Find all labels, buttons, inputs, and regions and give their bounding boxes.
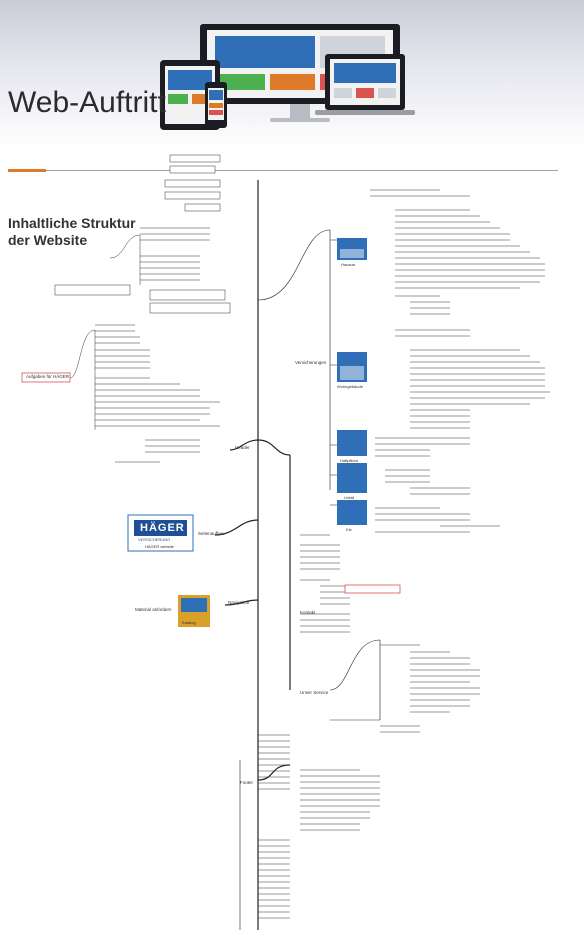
title-underline-accent xyxy=(8,169,46,172)
top-notes xyxy=(54,154,231,314)
leaf-lines-middle xyxy=(300,534,350,633)
branch-header xyxy=(229,439,259,451)
branch-navigation xyxy=(224,599,259,606)
navigation-label: Navigation xyxy=(228,600,250,605)
unsere-service-label: Unser Service xyxy=(300,690,329,695)
seitenaufbau-label: Seitenaufbau xyxy=(198,531,225,536)
unfall-label: Unfall xyxy=(344,495,355,500)
left-cluster xyxy=(69,227,220,463)
footer-label: Footer xyxy=(240,780,254,785)
leaf-lines-footer xyxy=(239,734,380,930)
header-label: Header xyxy=(235,445,250,450)
root-label: Aufgaben für HÄGER xyxy=(26,374,70,379)
katalog-image-top xyxy=(181,598,207,612)
hager-brand: HÄGER xyxy=(140,522,185,534)
page-subtitle: Inhaltliche Struktur der Website xyxy=(8,215,148,249)
subtitle-line-1: Inhaltliche Struktur xyxy=(8,215,136,231)
branch-seitenaufbau xyxy=(214,519,259,536)
material-label: Material anfordern xyxy=(135,607,172,612)
hausrat-label: Hausrat xyxy=(341,262,356,267)
highlight-node xyxy=(344,584,401,594)
fan-ticks xyxy=(330,239,340,506)
branch-versicherungen xyxy=(257,439,291,456)
title-underline xyxy=(46,170,558,171)
wohngebaeude-label: Wohngebäude xyxy=(337,384,363,389)
kfz-label: Kfz xyxy=(346,527,352,532)
root-node xyxy=(21,372,71,383)
versicherungen-label: Versicherungen xyxy=(295,360,327,365)
leaf-lines-upper xyxy=(370,189,550,533)
devices-illustration xyxy=(160,24,415,130)
hager-logo xyxy=(127,514,194,552)
branch-footer xyxy=(257,764,291,781)
hager-caption: HÄGER website xyxy=(145,544,174,549)
hager-tagline: VERSICHERUNG xyxy=(138,537,171,542)
katalog-label: Katalog xyxy=(182,620,196,625)
leaf-lines-lower-right xyxy=(329,639,480,733)
haftpflicht-label: Haftpflicht xyxy=(340,458,358,463)
page-title: Web-Auftritt xyxy=(8,86,166,119)
subtitle-line-2: der Website xyxy=(8,232,88,248)
category-thumbnails xyxy=(337,238,367,525)
kontakt-label: Kontakt xyxy=(300,610,316,615)
